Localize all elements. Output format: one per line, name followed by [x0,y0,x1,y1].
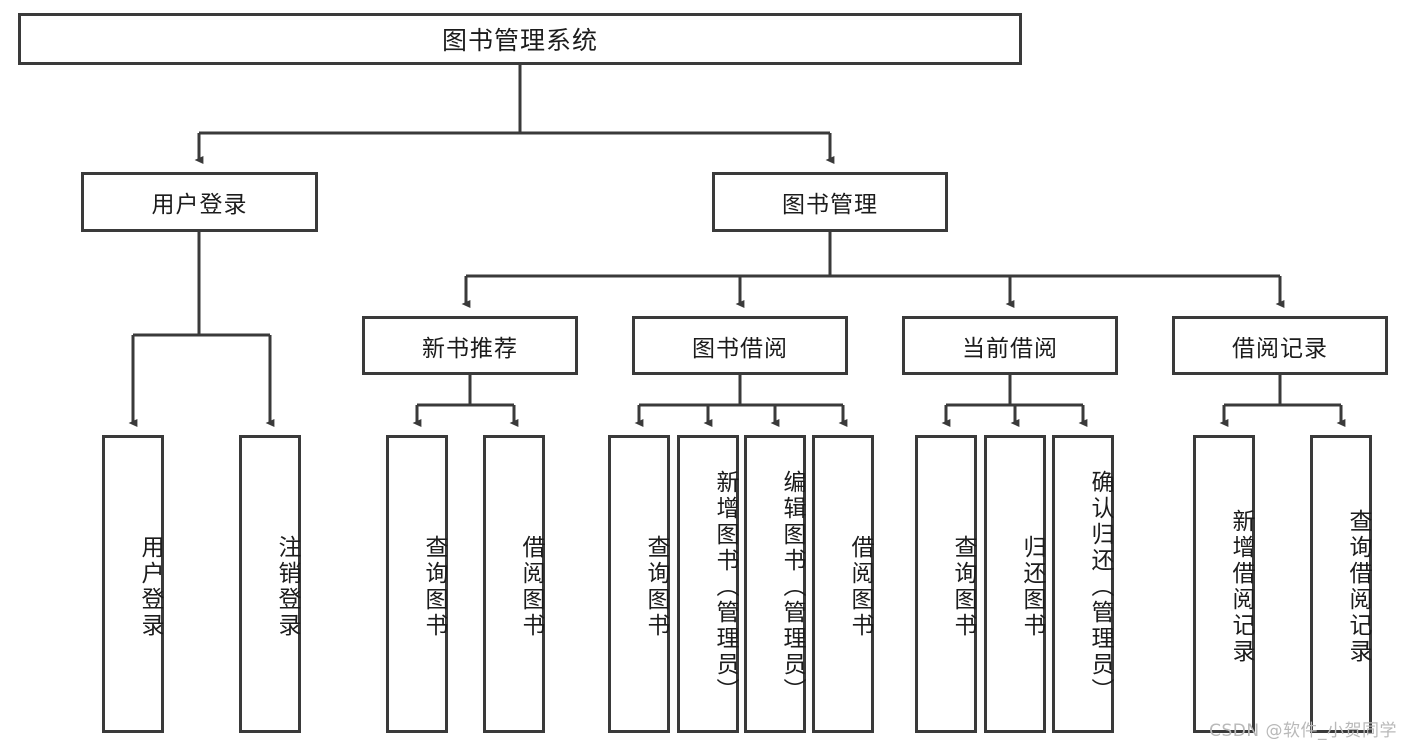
node-label: 注销登录 [274,535,300,639]
node-leaf-add-borrow-record[interactable]: 新增借阅记录 [1193,435,1255,733]
node-label: 用户登录 [151,192,248,218]
node-label: 图书借阅 [692,335,788,362]
node-label: 借阅图书 [518,535,544,639]
node-leaf-query-borrow-record[interactable]: 查询借阅记录 [1310,435,1372,733]
node-label: 查询图书 [950,535,976,639]
node-label: 当前借阅 [962,335,1058,362]
node-label: 新增借阅记录 [1228,509,1254,665]
node-label: 借阅图书 [847,535,873,639]
node-label: 图书管理 [782,192,878,218]
node-label: 用户登录 [137,535,163,639]
node-label: 查询借阅记录 [1345,509,1371,665]
node-label: 新增图书（管理员） [712,470,738,704]
watermark-text: CSDN @软件_小贺同学 [1209,721,1397,741]
node-root-book-management-system[interactable]: 图书管理系统 [18,13,1022,65]
node-label: 查询图书 [421,535,447,639]
node-book-management[interactable]: 图书管理 [712,172,948,232]
node-leaf-logout-login[interactable]: 注销登录 [239,435,301,733]
node-leaf-query-book-current[interactable]: 查询图书 [915,435,977,733]
node-leaf-add-book-admin[interactable]: 新增图书（管理员） [677,435,739,733]
node-leaf-edit-book-admin[interactable]: 编辑图书（管理员） [744,435,806,733]
node-label: 编辑图书（管理员） [779,470,805,704]
node-label: 借阅记录 [1232,335,1328,362]
node-leaf-query-book-borrow[interactable]: 查询图书 [608,435,670,733]
node-new-book-recommend[interactable]: 新书推荐 [362,316,578,375]
node-leaf-query-book-recommend[interactable]: 查询图书 [386,435,448,733]
node-leaf-borrow-book[interactable]: 借阅图书 [812,435,874,733]
node-label: 查询图书 [643,535,669,639]
node-label: 确认归还（管理员） [1087,470,1113,704]
node-book-borrow[interactable]: 图书借阅 [632,316,848,375]
node-label: 新书推荐 [422,335,518,362]
node-leaf-borrow-book-recommend[interactable]: 借阅图书 [483,435,545,733]
node-leaf-return-book[interactable]: 归还图书 [984,435,1046,733]
node-leaf-confirm-return-admin[interactable]: 确认归还（管理员） [1052,435,1114,733]
node-borrow-record[interactable]: 借阅记录 [1172,316,1388,375]
node-label: 图书管理系统 [441,26,598,55]
node-user-login[interactable]: 用户登录 [81,172,318,232]
node-leaf-user-login[interactable]: 用户登录 [102,435,164,733]
node-label: 归还图书 [1019,535,1045,639]
node-current-borrow[interactable]: 当前借阅 [902,316,1118,375]
